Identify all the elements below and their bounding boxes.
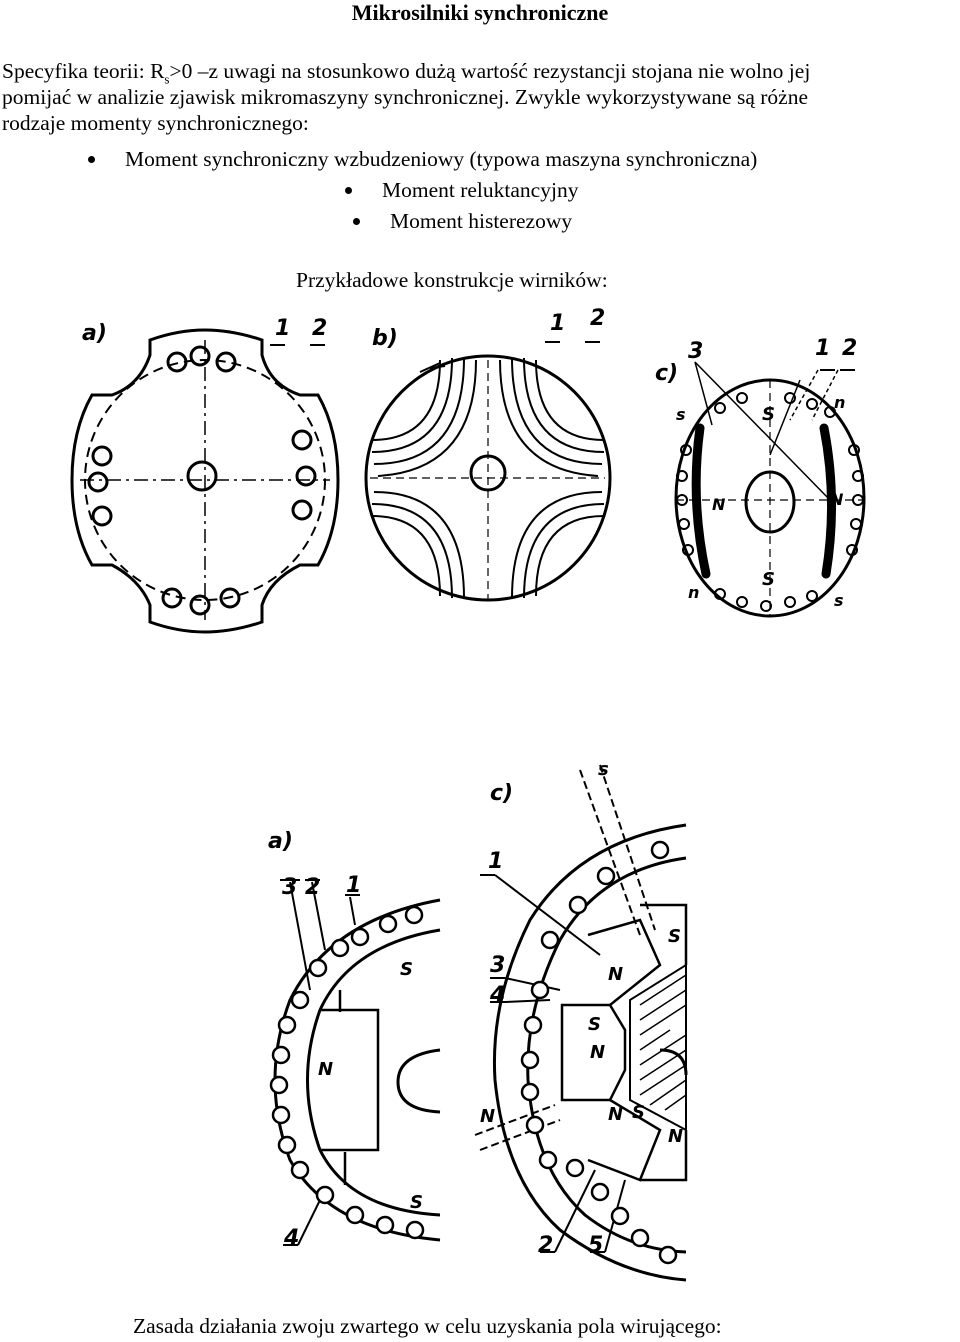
label-3-bottom-a: 3	[282, 875, 297, 900]
label-S-top: S	[762, 404, 775, 425]
label-S-c3: S	[632, 1102, 645, 1123]
intro-line-1: Specyfika teorii: Rs>0 –z uwagi na stosu…	[2, 58, 958, 87]
label-N-bottom-a: N	[318, 1059, 333, 1080]
label-S-c2: S	[588, 1014, 601, 1035]
list-item: Moment histerezowy	[353, 208, 572, 234]
label-2-bottom-a: 2	[305, 875, 320, 900]
label-4-bottom-a: 4	[283, 1226, 299, 1251]
label-N-c3: N	[608, 1104, 623, 1125]
list-item: Moment reluktancyjny	[345, 177, 578, 203]
list-item-text: Moment synchroniczny wzbudzeniowy (typow…	[125, 147, 758, 171]
label-N-c1: N	[608, 964, 623, 985]
label-S-bottom-a-bottom: S	[410, 1192, 423, 1213]
label-b-top: b)	[372, 326, 398, 351]
label-n-tr: n	[834, 393, 845, 412]
bullet-icon	[353, 217, 360, 225]
intro-prefix: Specyfika teorii: R	[2, 59, 165, 83]
intro-subscript: s	[164, 71, 170, 87]
label-1-a: 1	[275, 316, 290, 341]
bottom-caption: Zasada działania zwoju zwartego w celu u…	[133, 1314, 722, 1338]
label-N-right: N	[830, 490, 844, 509]
label-1-bottom-a: 1	[346, 873, 361, 898]
label-s-br: s	[834, 591, 844, 610]
intro-line-3: rodzaje momenty synchronicznego:	[2, 111, 309, 135]
label-S-c1: S	[668, 926, 681, 947]
label-a-top: a)	[82, 321, 107, 346]
rotor-figure-c	[674, 361, 866, 618]
stator-figure-c	[474, 764, 688, 1282]
label-3-c: 3	[688, 339, 703, 364]
label-2-b: 2	[590, 306, 605, 331]
label-c-top: c)	[655, 361, 678, 386]
label-n-bl: n	[688, 583, 699, 602]
bullet-icon	[88, 155, 95, 163]
label-4-bottom-c: 4	[489, 983, 505, 1008]
list-item-text: Moment histerezowy	[390, 209, 573, 233]
intro-line-1-rest: >0 –z uwagi na stosunkowo dużą wartość r…	[169, 59, 811, 83]
label-s-tl: s	[676, 405, 686, 424]
intro-line-2: pomijać w analizie zjawisk mikromaszyny …	[2, 85, 808, 109]
label-5-bottom-c: 5	[588, 1233, 603, 1258]
page-title: Mikrosilniki synchroniczne	[351, 0, 609, 25]
label-1-b: 1	[550, 311, 565, 336]
label-N-c2: N	[590, 1042, 605, 1063]
label-c-bottom: c)	[490, 781, 513, 806]
label-2-c: 2	[842, 336, 857, 361]
label-a-bottom: a)	[268, 829, 293, 854]
label-s-arrow: s	[598, 759, 609, 780]
list-item: Moment synchroniczny wzbudzeniowy (typow…	[88, 146, 757, 172]
rotor-figure-a	[70, 328, 340, 634]
rotor-figure-b	[364, 341, 612, 602]
intro-paragraph: Specyfika teorii: Rs>0 –z uwagi na stosu…	[2, 58, 958, 136]
label-S-bottom-a-top: S	[400, 959, 413, 980]
label-1-bottom-c: 1	[488, 849, 503, 874]
label-3-bottom-c: 3	[490, 953, 505, 978]
label-N-arrow: N	[480, 1106, 495, 1127]
list-item-text: Moment reluktancyjny	[382, 178, 579, 202]
label-N-left: N	[712, 495, 726, 514]
bullet-icon	[345, 186, 352, 194]
label-1-c: 1	[815, 336, 830, 361]
rotors-caption: Przykładowe konstrukcje wirników:	[296, 268, 608, 292]
label-2-bottom-c: 2	[538, 1233, 553, 1258]
label-2-a: 2	[312, 316, 327, 341]
label-S-bottom: S	[762, 569, 775, 590]
label-N-c4: N	[668, 1126, 683, 1147]
